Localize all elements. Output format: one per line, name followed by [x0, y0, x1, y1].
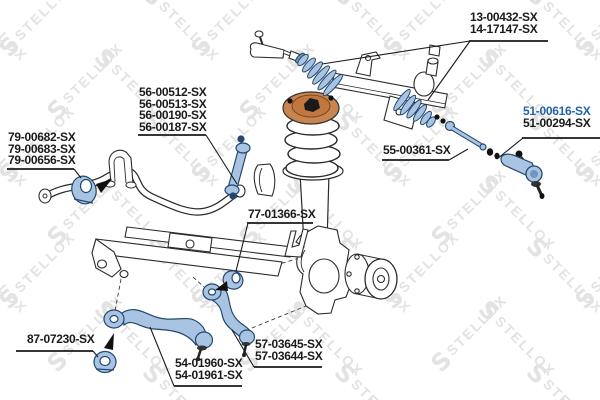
- part-number-label-tie-rod-end[interactable]: 51-00616-SX 51-00294-SX: [523, 104, 591, 130]
- steering-knuckle-drawing: [284, 225, 398, 315]
- tie-rod-end-part: [486, 148, 545, 199]
- part-number-label-steering-rack[interactable]: 13-00432-SX 14-17147-SX: [470, 10, 538, 36]
- part-number-label-lower-arm[interactable]: 54-01960-SX 54-01961-SX: [175, 356, 243, 382]
- stabilizer-link-part: [224, 135, 251, 200]
- part-number: 14-17147-SX: [470, 21, 538, 36]
- part-number: 51-00294-SX: [523, 115, 591, 130]
- label-underlines: [7, 40, 600, 387]
- part-number: 13-00432-SX: [470, 10, 538, 24]
- part-number: 56-00190-SX: [139, 108, 207, 122]
- part-number: 57-03644-SX: [255, 348, 323, 363]
- part-number: 87-07230-SX: [27, 332, 95, 346]
- strut-mount-part: [282, 91, 340, 125]
- part-number-label-front-bushing[interactable]: 87-07230-SX: [27, 332, 95, 346]
- part-number: 55-00361-SX: [383, 143, 451, 157]
- part-number: 54-01961-SX: [175, 367, 243, 382]
- part-number-highlighted[interactable]: 51-00616-SX: [523, 104, 591, 118]
- part-number-label-stabilizer-bushing[interactable]: 79-00682-SX 79-00683-SX 79-00656-SX: [8, 130, 76, 167]
- steering-boot-left-part: [295, 52, 344, 97]
- stabilizer-bushing-part: [71, 175, 97, 205]
- part-number-label-rear-arm[interactable]: 57-03645-SX 57-03644-SX: [255, 337, 323, 363]
- part-number: 77-01366-SX: [248, 207, 316, 221]
- part-number-label-arm-bushing[interactable]: 77-01366-SX: [248, 207, 316, 221]
- leader-lines: [73, 40, 524, 387]
- part-number: 54-01960-SX: [175, 356, 243, 370]
- lower-control-arm-part: [103, 308, 214, 361]
- part-number: 56-00513-SX: [139, 96, 207, 111]
- part-number-label-stabilizer-link[interactable]: 56-00512-SX 56-00513-SX 56-00190-SX 56-0…: [139, 85, 207, 134]
- front-arm-bushing-part: [93, 350, 117, 374]
- part-number: 79-00656-SX: [8, 153, 76, 167]
- direction-arrow-icon: [215, 281, 228, 291]
- direction-arrow-icon: [96, 179, 112, 193]
- control-arm-bushing-part: [222, 270, 244, 290]
- part-number-label-axial-rod[interactable]: 55-00361-SX: [383, 143, 451, 157]
- stabilizer-bar-drawing: [38, 149, 276, 216]
- direction-arrow-icon: [104, 333, 114, 350]
- subframe-drawing: [91, 226, 293, 279]
- part-number: 57-03645-SX: [255, 337, 323, 351]
- part-number: 56-00512-SX: [139, 85, 207, 99]
- part-number: 79-00682-SX: [8, 130, 76, 144]
- rear-control-arm-part: [202, 283, 256, 357]
- axial-rod-part: [434, 114, 487, 151]
- part-number: 79-00683-SX: [8, 141, 76, 156]
- part-number: 56-00187-SX: [139, 119, 207, 134]
